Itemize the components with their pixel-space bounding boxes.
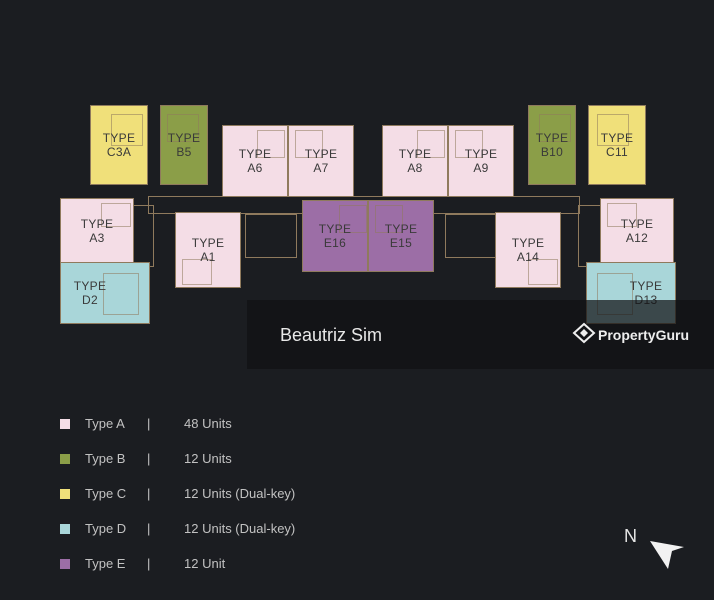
legend-swatch-type-b	[60, 454, 70, 464]
watermark-banner	[247, 300, 714, 369]
legend-separator: |	[147, 521, 151, 536]
legend-units: 12 Units (Dual-key)	[184, 521, 296, 536]
legend-separator: |	[147, 486, 151, 501]
legend-type: Type C	[85, 486, 127, 501]
north-arrow-icon	[650, 541, 684, 569]
legend-swatch-type-e	[60, 559, 70, 569]
lift-core-right	[445, 214, 497, 258]
legend-swatch-type-d	[60, 524, 70, 534]
legend-type: Type D	[85, 521, 127, 536]
legend-separator: |	[147, 451, 151, 466]
corridor-left-link	[132, 205, 154, 267]
legend-units: 48 Units	[184, 416, 232, 431]
legend-separator: |	[147, 416, 151, 431]
compass-label: N	[624, 526, 637, 546]
legend-units: 12 Units (Dual-key)	[184, 486, 296, 501]
legend-swatch-type-c	[60, 489, 70, 499]
propertyguru-brand: PropertyGuru	[598, 327, 690, 343]
legend-type: Type E	[85, 556, 126, 571]
legend-swatch-type-a	[60, 419, 70, 429]
legend-separator: |	[147, 556, 151, 571]
agent-name: Beautriz Sim	[280, 325, 383, 345]
legend-type: Type A	[85, 416, 125, 431]
legend-units: 12 Units	[184, 451, 232, 466]
lift-core-left	[245, 214, 297, 258]
legend-type: Type B	[85, 451, 126, 466]
corridor-right-link	[578, 205, 602, 267]
propertyguru-logo-icon	[572, 322, 596, 344]
legend-units: 12 Unit	[184, 556, 226, 571]
